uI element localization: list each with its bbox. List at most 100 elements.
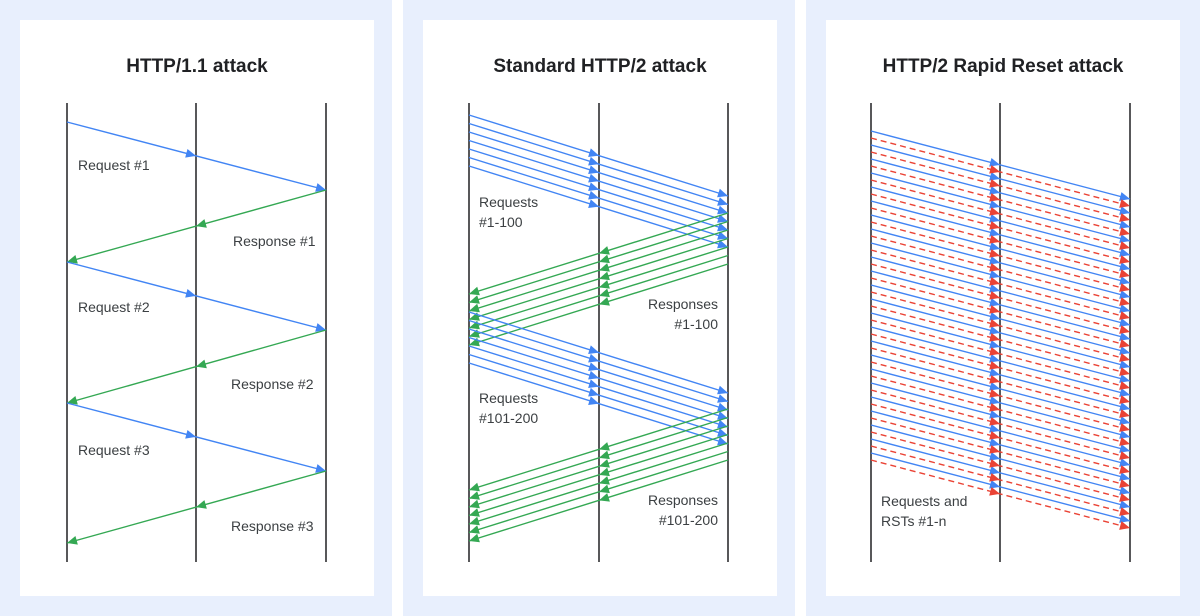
reset-arrow: [870, 277, 1131, 347]
reset-arrow-head: [989, 416, 1000, 426]
reset-arrow: [870, 389, 1131, 459]
request-arrow: [66, 121, 327, 191]
reset-arrow: [870, 291, 1131, 361]
response-arrow-head: [469, 516, 480, 526]
response-arrow: [468, 459, 729, 542]
request-arrow-head: [989, 353, 1000, 363]
request-arrow: [870, 284, 1131, 354]
request-arrow-head: [1119, 234, 1130, 243]
request-arrow-head: [588, 396, 599, 405]
request-arrow-head: [185, 288, 196, 298]
request-arrow-head: [1119, 388, 1130, 397]
reset-arrow: [870, 417, 1131, 487]
request-arrow: [870, 270, 1131, 340]
request-arrow-head: [588, 165, 599, 174]
request-arrow-head: [1119, 192, 1130, 201]
request-arrow: [870, 144, 1131, 214]
reset-arrow: [870, 459, 1131, 529]
response-arrow-head: [469, 508, 480, 517]
reset-arrow-head: [989, 192, 1000, 202]
reset-arrow-head: [1119, 409, 1130, 418]
reset-arrow-head: [1119, 227, 1130, 236]
request-arrow-head: [1119, 262, 1130, 271]
reset-arrow-head: [1119, 367, 1130, 376]
request-arrow-head: [588, 182, 599, 191]
reset-arrow-head: [1119, 255, 1130, 264]
reset-arrow-head: [989, 276, 1000, 286]
reset-arrow-head: [1119, 423, 1130, 432]
reset-arrow-head: [989, 486, 1000, 496]
request-arrow: [870, 354, 1131, 424]
reset-arrow: [870, 305, 1131, 375]
request-arrow-head: [989, 395, 1000, 405]
request-arrow-head: [989, 185, 1000, 195]
request-arrow: [870, 130, 1131, 200]
request-arrow-head: [588, 345, 599, 354]
request-arrow-head: [989, 255, 1000, 265]
request-arrow-head: [315, 183, 326, 192]
reset-arrow-head: [989, 164, 1000, 174]
reset-arrow-head: [1119, 213, 1130, 222]
request-arrow-head: [717, 214, 728, 223]
request-arrow-head: [588, 387, 599, 397]
request-arrow: [870, 228, 1131, 298]
reset-arrow: [870, 403, 1131, 473]
reset-arrow: [870, 347, 1131, 417]
request-arrow-head: [588, 379, 599, 388]
response-arrow-head: [599, 459, 610, 468]
request-arrow-head: [717, 231, 728, 240]
reset-arrow-head: [1119, 199, 1130, 208]
response-arrow-head: [599, 493, 610, 502]
reset-arrow-head: [989, 388, 1000, 398]
reset-arrow-head: [989, 234, 1000, 244]
request-arrow-head: [989, 437, 1000, 447]
request-arrow-head: [1119, 430, 1130, 439]
response-arrow: [468, 416, 729, 500]
response-arrow-head: [67, 254, 78, 264]
response-arrow: [468, 450, 729, 534]
label-rsts-range: RSTs #1-n: [881, 513, 946, 529]
label-request-2: Request #2: [78, 299, 150, 315]
request-arrow: [870, 256, 1131, 326]
response-arrow-head: [599, 280, 610, 289]
response-arrow-head: [469, 295, 480, 304]
request-arrow-head: [989, 157, 1000, 167]
response-arrow-head: [67, 535, 78, 545]
request-arrow-head: [717, 222, 728, 232]
reset-arrow: [870, 431, 1131, 501]
reset-arrow-head: [989, 402, 1000, 412]
reset-arrow-head: [1119, 521, 1130, 530]
reset-arrow: [870, 207, 1131, 277]
request-arrow-head: [1119, 444, 1130, 453]
response-arrow: [468, 220, 729, 304]
request-arrow-head: [989, 451, 1000, 461]
response-arrow-head: [599, 246, 610, 255]
reset-arrow-head: [989, 220, 1000, 230]
reset-arrow-head: [1119, 241, 1130, 250]
reset-arrow: [870, 151, 1131, 221]
request-arrow-head: [989, 325, 1000, 335]
reset-arrow-head: [1119, 451, 1130, 460]
panel-title: Standard HTTP/2 attack: [493, 56, 707, 77]
reset-arrow-head: [989, 374, 1000, 384]
request-arrow: [870, 312, 1131, 382]
response-arrow: [468, 442, 729, 525]
request-arrow-head: [1119, 472, 1130, 481]
request-arrow-head: [717, 394, 728, 403]
label-response-3: Response #3: [231, 518, 314, 534]
request-arrow-head: [185, 148, 196, 158]
label-requests-1-range: #1-100: [479, 214, 523, 230]
reset-arrow: [870, 319, 1131, 389]
response-arrow: [468, 433, 729, 517]
request-arrow-head: [989, 409, 1000, 419]
response-arrow-head: [196, 500, 207, 509]
response-arrow: [468, 263, 729, 346]
response-arrow: [468, 425, 729, 508]
response-arrow: [468, 246, 729, 329]
reset-arrow-head: [989, 458, 1000, 468]
reset-arrow-head: [1119, 283, 1130, 292]
reset-arrow: [870, 249, 1131, 319]
response-arrow-head: [599, 484, 610, 494]
request-arrow-head: [315, 323, 326, 332]
label-responses-2-range: #101-200: [659, 512, 718, 528]
